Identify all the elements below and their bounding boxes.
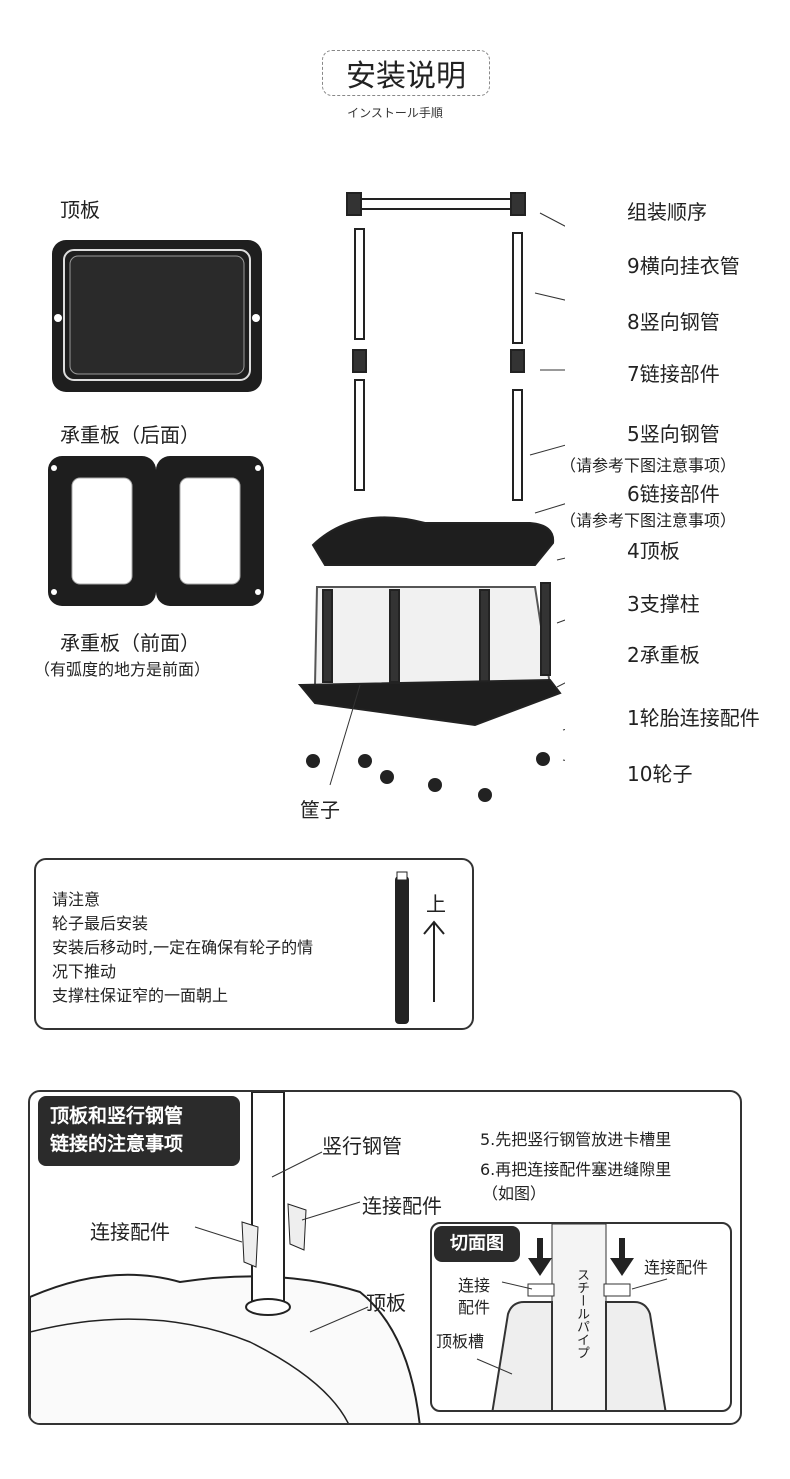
rear-board-label: 承重板（后面） (60, 423, 200, 447)
notice-line: 况下推动 (52, 962, 117, 981)
step-note: （请参考下图注意事项） (560, 511, 737, 530)
step-label: 6链接部件 (627, 482, 720, 506)
cross-section-badge: 切面图 (434, 1226, 520, 1262)
cross-section-box: 切面图 连接 配件 连接配件 顶板槽 スチールパイプ (430, 1222, 732, 1412)
notice-box: 请注意 轮子最后安装 安装后移动时,一定在确保有轮子的情 况下推动 支撑柱保证窄… (34, 858, 474, 1030)
arrow-up-icon (423, 920, 445, 1002)
instruction-5: 5.先把竖行钢管放进卡槽里 (480, 1130, 672, 1149)
step-label: 7链接部件 (627, 362, 720, 386)
top-board-illustration (52, 240, 262, 392)
connector-left-label: 连接配件 (90, 1220, 170, 1244)
section-slot-label: 顶板槽 (436, 1332, 485, 1351)
section-pipe-label: スチールパイプ (574, 1268, 589, 1359)
step-note: （请参考下图注意事项） (560, 456, 737, 475)
step-label: 8竖向钢管 (627, 310, 720, 334)
notice-line: 安装后移动时,一定在确保有轮子的情 (52, 938, 314, 957)
badge-line: 顶板和竖行钢管 (50, 1105, 184, 1127)
front-board-note: （有弧度的地方是前面） (34, 660, 211, 679)
page-subtitle: インストール手順 (347, 106, 443, 120)
instruction-6: 6.再把连接配件塞进缝隙里 (480, 1160, 672, 1179)
basket-label: 筐子 (300, 798, 340, 822)
step-label: 2承重板 (627, 643, 700, 667)
step-label: 4顶板 (627, 539, 680, 563)
board-label: 顶板 (366, 1291, 406, 1315)
instruction-6-note: （如图） (482, 1184, 547, 1203)
assembly-heading: 组装顺序 (627, 200, 707, 224)
section-connector-left: 配件 (458, 1298, 491, 1317)
support-pillar-icon (395, 871, 409, 1024)
step-label: 1轮胎连接配件 (627, 706, 760, 730)
step-label: 3支撑柱 (627, 592, 700, 616)
connection-badge: 顶板和竖行钢管 链接的注意事项 (38, 1096, 240, 1166)
step-label: 9横向挂衣管 (627, 254, 740, 278)
notice-line: 轮子最后安装 (52, 914, 149, 933)
step-label: 5竖向钢管 (627, 422, 720, 446)
pipe-label: 竖行钢管 (322, 1134, 402, 1158)
badge-line: 链接的注意事项 (50, 1133, 184, 1155)
top-board-label: 顶板 (60, 198, 100, 222)
step-label: 10轮子 (627, 762, 693, 786)
section-connector-left: 连接 (458, 1276, 491, 1295)
cross-section-illustration (476, 1224, 668, 1410)
section-connector-right: 连接配件 (644, 1258, 709, 1277)
notice-line: 支撑柱保证窄的一面朝上 (52, 986, 229, 1005)
front-board-label: 承重板（前面） (60, 631, 200, 655)
notice-line: 请注意 (52, 890, 101, 909)
up-label: 上 (426, 892, 446, 916)
rack-exploded-illustration (297, 192, 565, 802)
board-pipe-illustration (30, 1092, 421, 1423)
connection-notes-box: 顶板和竖行钢管 链接的注意事项 竖行钢管 连接配件 连接配件 顶板 5.先把竖行… (28, 1090, 742, 1425)
connector-right-label: 连接配件 (362, 1194, 442, 1218)
page-title: 安装说明 (322, 50, 490, 96)
rear-board-illustration (48, 456, 264, 606)
